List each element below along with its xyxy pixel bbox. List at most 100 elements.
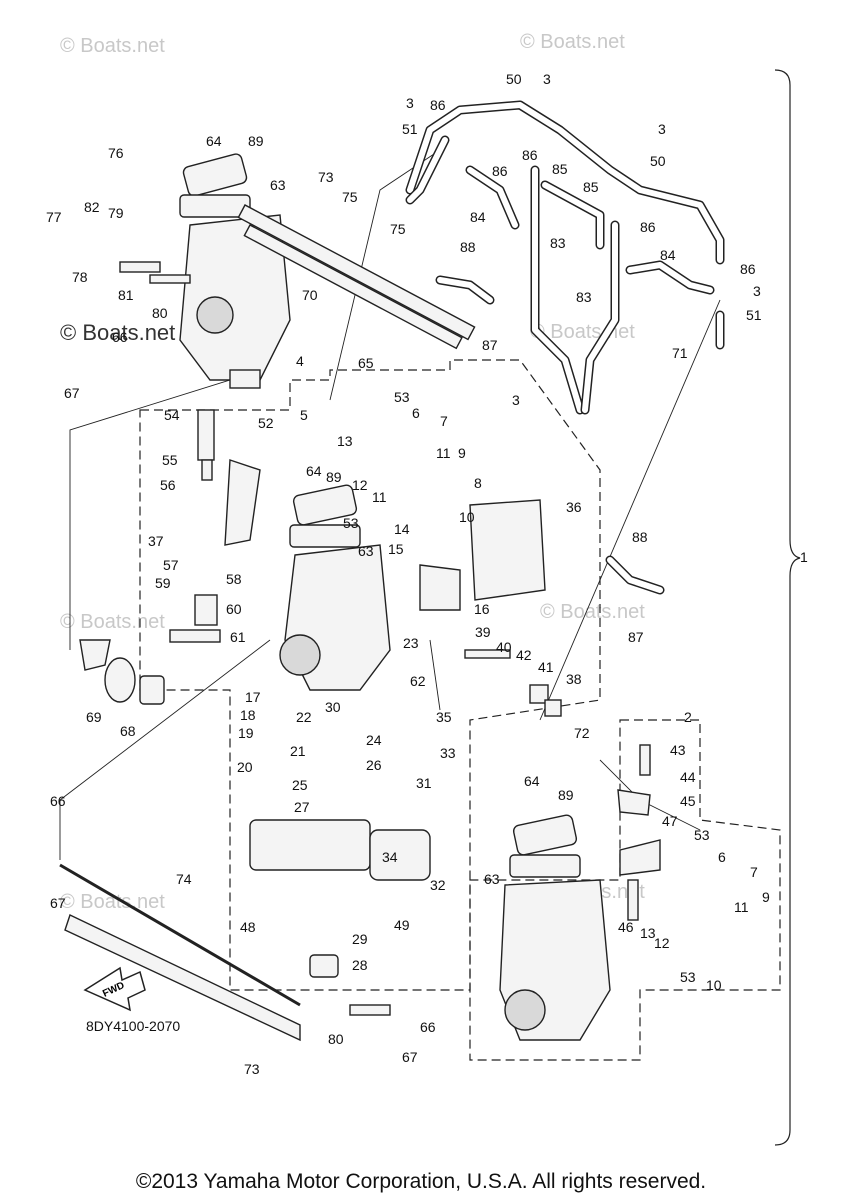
callout: 11 xyxy=(734,899,749,915)
callout: 47 xyxy=(662,813,678,829)
callout: 50 xyxy=(506,71,522,87)
drain-plug xyxy=(309,954,339,978)
callout: 31 xyxy=(416,775,432,791)
callout: 75 xyxy=(342,189,358,205)
callout: 12 xyxy=(654,935,670,951)
callout: 10 xyxy=(706,977,722,993)
sub-assembly-3-outline xyxy=(139,359,601,991)
callout: 79 xyxy=(108,205,124,221)
callout: 87 xyxy=(482,337,498,353)
callout: 72 xyxy=(574,725,590,741)
rod-74 xyxy=(59,863,301,1007)
screw-39 xyxy=(464,649,511,659)
callout: 26 xyxy=(366,757,382,773)
lever-66 xyxy=(79,639,111,671)
callout: 51 xyxy=(402,121,418,137)
hose-83-left xyxy=(530,165,585,415)
screw-80 xyxy=(149,274,191,284)
spring-69 xyxy=(104,657,136,703)
callout: 35 xyxy=(436,709,452,725)
watermark-bottom-left: © Boats.net xyxy=(60,891,165,913)
callout: 65 xyxy=(358,355,374,371)
callout: 6 xyxy=(718,849,726,865)
callout: 13 xyxy=(640,925,656,941)
screw-61 xyxy=(169,629,221,643)
callout: 6 xyxy=(412,405,420,421)
callout: 57 xyxy=(163,557,179,573)
callout: 86 xyxy=(522,147,538,163)
callout: 78 xyxy=(72,269,88,285)
assembly-bracket xyxy=(774,69,801,1146)
carburetor-middle xyxy=(249,484,431,978)
callout: 15 xyxy=(388,541,404,557)
callout: 53 xyxy=(680,969,696,985)
callout: 3 xyxy=(512,392,520,408)
callout: 28 xyxy=(352,957,368,973)
callout: 11 xyxy=(372,489,387,505)
callout: 39 xyxy=(475,624,491,640)
spring-60 xyxy=(194,594,218,626)
callout: 44 xyxy=(680,769,696,785)
callout: 25 xyxy=(292,777,308,793)
callout: 8 xyxy=(474,475,482,491)
callout: 66 xyxy=(420,1019,436,1035)
callout-labels: 1 2 3 3 3 3 3 4 5 6 6 7 7 8 9 9 10 10 11… xyxy=(46,71,808,1077)
callout: 53 xyxy=(394,389,410,405)
callout: 68 xyxy=(120,723,136,739)
callout: 60 xyxy=(226,601,242,617)
callout: 64 xyxy=(206,133,222,149)
callout: 22 xyxy=(296,709,312,725)
callout: 30 xyxy=(325,699,341,715)
callout: 87 xyxy=(628,629,644,645)
callout: 36 xyxy=(566,499,582,515)
leader-line xyxy=(69,379,231,650)
cap-68 xyxy=(139,675,165,705)
callout: 17 xyxy=(245,689,261,705)
watermark-mid-left: © Boats.net xyxy=(60,611,165,633)
callout: 89 xyxy=(326,469,342,485)
link-45 xyxy=(617,789,651,816)
callout: 84 xyxy=(660,247,676,263)
callout: 49 xyxy=(394,917,410,933)
callout: 86 xyxy=(740,261,756,277)
callout: 42 xyxy=(516,647,532,663)
callout: 53 xyxy=(694,827,710,843)
callout: 3 xyxy=(753,283,761,299)
callout: 53 xyxy=(343,515,359,531)
callout: 63 xyxy=(270,177,286,193)
bracket-52 xyxy=(224,459,261,546)
callout: 45 xyxy=(680,793,696,809)
leader-line xyxy=(59,639,271,860)
callout: 70 xyxy=(302,287,318,303)
callout: 73 xyxy=(244,1061,260,1077)
spring-81 xyxy=(119,261,161,273)
callout: 85 xyxy=(552,161,568,177)
callout: 89 xyxy=(558,787,574,803)
callout: 43 xyxy=(670,742,686,758)
callout: 10 xyxy=(459,509,475,525)
watermark-mid-right-2: © Boats.net xyxy=(540,601,645,623)
callout: 74 xyxy=(176,871,192,887)
callout: 12 xyxy=(352,477,368,493)
accel-pump-31 xyxy=(369,829,431,881)
callout: 55 xyxy=(162,452,178,468)
callout: 73 xyxy=(318,169,334,185)
callout: 89 xyxy=(248,133,264,149)
callout: 56 xyxy=(160,477,176,493)
callout: 20 xyxy=(237,759,253,775)
callout: 13 xyxy=(337,433,353,449)
plate-8 xyxy=(469,499,546,601)
callout: 5 xyxy=(300,407,308,423)
callout: 51 xyxy=(746,307,762,323)
callout: 86 xyxy=(492,163,508,179)
part-43 xyxy=(639,744,651,776)
leader-line xyxy=(539,299,721,721)
callout: 37 xyxy=(148,533,164,549)
throttle-rail xyxy=(237,204,476,341)
callout: 61 xyxy=(230,629,246,645)
plate-74 xyxy=(64,914,301,1042)
callout: 62 xyxy=(410,673,426,689)
callout: 66 xyxy=(50,793,66,809)
callout: 88 xyxy=(632,529,648,545)
callout: 19 xyxy=(238,725,254,741)
